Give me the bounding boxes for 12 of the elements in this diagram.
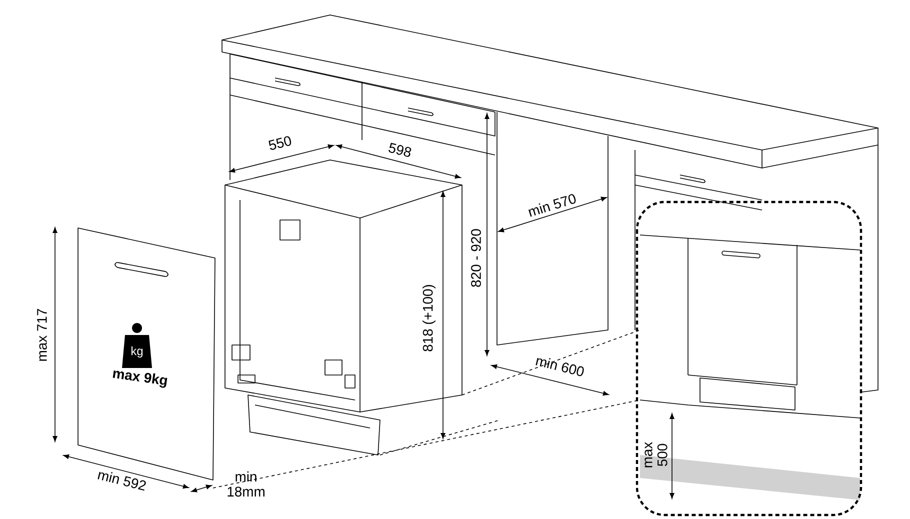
dimension-label: min 592 <box>98 472 146 491</box>
dimension-label: 598 <box>388 142 412 157</box>
dimension-label: max 500 <box>644 442 668 468</box>
dimension-label: max 717 <box>37 308 47 361</box>
dimension-label: max 9kg <box>112 370 168 388</box>
dimension-label: 818 (+100) <box>422 284 436 352</box>
dimension-label: 820 - 920 <box>471 229 481 287</box>
dimension-label: min 18mm <box>228 471 264 497</box>
dimension-label: min 570 <box>528 194 576 217</box>
weight-label: kg <box>132 346 143 358</box>
dimension-label: min 600 <box>536 358 584 376</box>
dimension-label: 550 <box>268 136 292 150</box>
